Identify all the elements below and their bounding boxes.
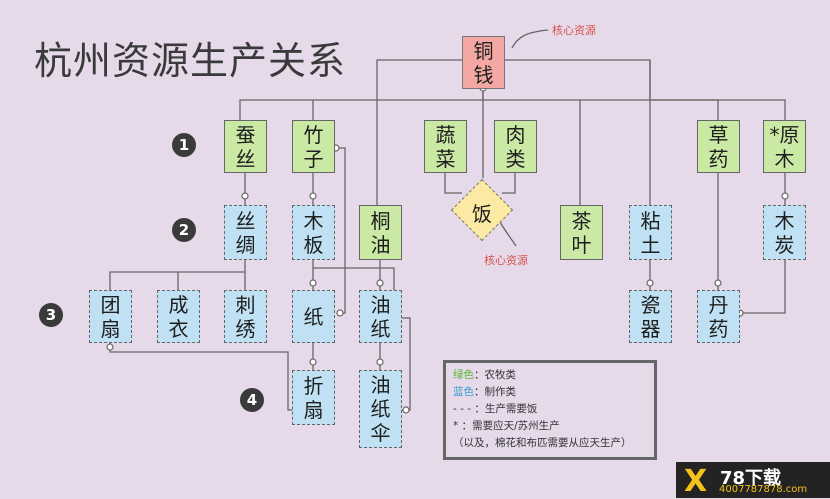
node-zhi: 纸 — [292, 290, 335, 343]
node-youzhisan: 油 纸 伞 — [359, 370, 402, 448]
tier-3-badge: 3 — [39, 303, 63, 327]
legend-green-row: 绿色：农牧类 — [453, 367, 647, 384]
node-zheshan: 折 扇 — [292, 370, 335, 425]
tier-2-badge: 2 — [172, 218, 196, 242]
legend-star-row-2: （以及，棉花和布匹需要从应天生产） — [453, 437, 632, 449]
node-mutan: 木 炭 — [763, 205, 806, 260]
node-niantu: 粘 土 — [629, 205, 672, 260]
node-danyao: 丹 药 — [697, 290, 740, 343]
node-shucai: 蔬 菜 — [424, 120, 467, 173]
node-zhuzi: 竹 子 — [292, 120, 335, 173]
watermark-mark: X — [684, 464, 708, 499]
node-chengyi: 成 衣 — [157, 290, 200, 343]
legend-green-text: ：农牧类 — [474, 369, 516, 381]
node-yuanmu: *原 木 — [763, 120, 806, 173]
node-muban: 木 板 — [292, 205, 335, 260]
node-tuanshan: 团 扇 — [89, 290, 132, 343]
node-cixiu: 刺 绣 — [224, 290, 267, 343]
legend-blue-row: 蓝色：制作类 — [453, 384, 647, 401]
legend-green-key: 绿色 — [453, 369, 474, 381]
node-ciqi: 瓷 器 — [629, 290, 672, 343]
page-title: 杭州资源生产关系 — [34, 39, 347, 83]
node-cansi: 蚕 丝 — [224, 120, 267, 173]
node-sichou: 丝 绸 — [224, 205, 267, 260]
node-fan: 饭 — [450, 178, 514, 242]
watermark-logo: X 78下载 4007787878.com — [676, 462, 830, 499]
legend-blue-text: ：制作类 — [474, 386, 516, 398]
rice-label: 饭 — [472, 202, 492, 226]
watermark-brand: 78下载 — [720, 468, 782, 489]
watermark-phone: 4007787878.com — [719, 484, 808, 495]
core-resource-label-rice: 核心资源 — [484, 254, 528, 267]
node-chaye: 茶 叶 — [560, 205, 603, 260]
legend-dash-row: - - - ：生产需要饭 — [453, 403, 538, 415]
tier-4-badge: 4 — [240, 388, 264, 412]
node-tongqian: 铜 钱 — [462, 36, 505, 89]
legend-blue-key: 蓝色 — [453, 386, 474, 398]
tier-1-badge: 1 — [172, 133, 196, 157]
legend-box: 绿色：农牧类 蓝色：制作类 - - - ：生产需要饭 * ：需要应天/苏州生产 … — [443, 360, 657, 460]
node-tongyou: 桐 油 — [359, 205, 402, 260]
node-caoyao: 草 药 — [697, 120, 740, 173]
legend-star-row: * ：需要应天/苏州生产 — [453, 420, 560, 432]
node-youzhi: 油 纸 — [359, 290, 402, 343]
node-roulei: 肉 类 — [494, 120, 537, 173]
core-resource-label-top: 核心资源 — [552, 24, 596, 37]
